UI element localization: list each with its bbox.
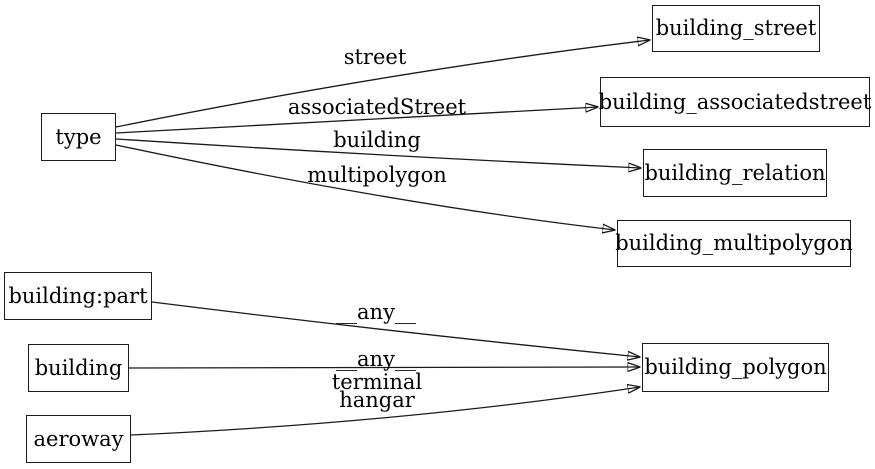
edge-type-building-associatedstreet xyxy=(115,107,598,134)
edge-buildingpart-building-polygon xyxy=(151,301,640,357)
edge-label-multipolygon: multipolygon xyxy=(307,163,447,187)
edge-label-any-building: __any__ xyxy=(336,347,416,371)
edge-type-building-street xyxy=(115,40,650,128)
edge-label-street: street xyxy=(343,45,407,69)
node-building-associatedstreet: building_associatedstreet xyxy=(599,77,871,127)
node-building-multipolygon: building_multipolygon xyxy=(615,220,853,267)
edge-building-building-polygon xyxy=(128,367,640,368)
edge-aeroway-building-polygon xyxy=(130,387,640,436)
edge-type-building-relation xyxy=(115,138,641,168)
edge-label-terminal-hangar: terminal hangar xyxy=(331,370,423,412)
edge-label-associatedstreet: associatedStreet xyxy=(287,95,467,119)
node-type: type xyxy=(41,113,116,161)
node-building-relation: building_relation xyxy=(643,149,827,197)
node-aeroway: aeroway xyxy=(26,415,131,463)
node-building-part: building:part xyxy=(4,272,152,320)
edge-label-any-buildingpart: __any__ xyxy=(336,300,416,324)
edge-type-building-multipolygon xyxy=(115,144,615,230)
node-building: building xyxy=(28,344,129,392)
node-building-street: building_street xyxy=(652,5,820,52)
node-building-polygon: building_polygon xyxy=(642,343,829,392)
edge-label-building: building xyxy=(333,128,421,152)
